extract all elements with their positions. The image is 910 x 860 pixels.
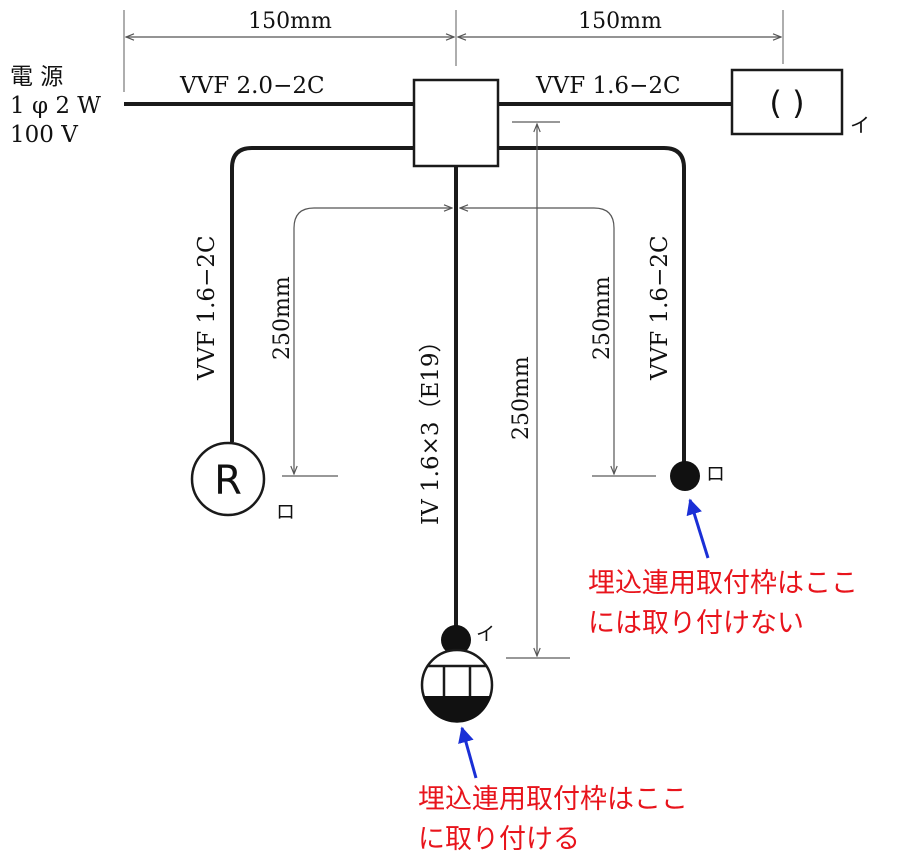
receptacle-symbol [190,441,266,517]
inner-dimensions [294,124,614,656]
right-switch-symbol [670,461,700,491]
light-fixture-label: イ [850,113,870,137]
power-source-label: 電 源 1 φ 2 W 100 V [10,64,101,148]
note-bottom-line2: に取り付ける [418,824,580,855]
light-fixture-symbol: ( ) [769,84,804,122]
wire-box-to-right-switch [498,146,686,462]
outlet-with-frame-symbol [420,648,494,723]
cable-label-source: VVF 2.0−2C [179,73,325,99]
note-right-line2: には取り付けない [588,608,804,639]
dim-line-right-250 [460,208,614,474]
dimension-ext-lines [282,121,656,659]
power-source-title: 電 源 [10,64,63,90]
dim-label-top-right: 150mm [578,9,662,34]
cable-label-right: VVF 1.6−2C [647,235,673,381]
power-source-phase: 1 φ 2 W [10,93,101,119]
bottom-switch-label: イ [476,623,495,645]
power-source-voltage: 100 V [10,122,78,148]
note-arrow-right [686,498,710,559]
note-right-line1: 埋込連用取付枠はここ [588,568,858,599]
bottom-switch-symbol [441,625,471,655]
cable-label-light: VVF 1.6−2C [535,73,681,99]
receptacle-label: ロ [276,501,295,523]
receptacle-letter: R [214,458,242,504]
cable-label-down: IV 1.6×3（E19） [418,329,444,525]
dim-label-right-250: 250mm [590,276,615,360]
dim-label-left-250: 250mm [270,276,295,360]
joint-box [412,78,500,168]
wire-box-to-receptacle [230,146,414,442]
wires [124,102,732,628]
dim-label-center-250: 250mm [509,356,534,440]
note-bottom-line1: 埋込連用取付枠はここ [418,784,688,815]
cable-label-left: VVF 1.6−2C [194,235,220,381]
dim-label-top-left: 150mm [248,9,332,34]
dim-line-left-250 [294,208,452,474]
light-fixture-box [730,68,844,136]
top-dimensions: 150mm 150mm [123,9,784,92]
note-arrow-bottom [458,726,478,779]
right-switch-label: ロ [706,463,725,485]
